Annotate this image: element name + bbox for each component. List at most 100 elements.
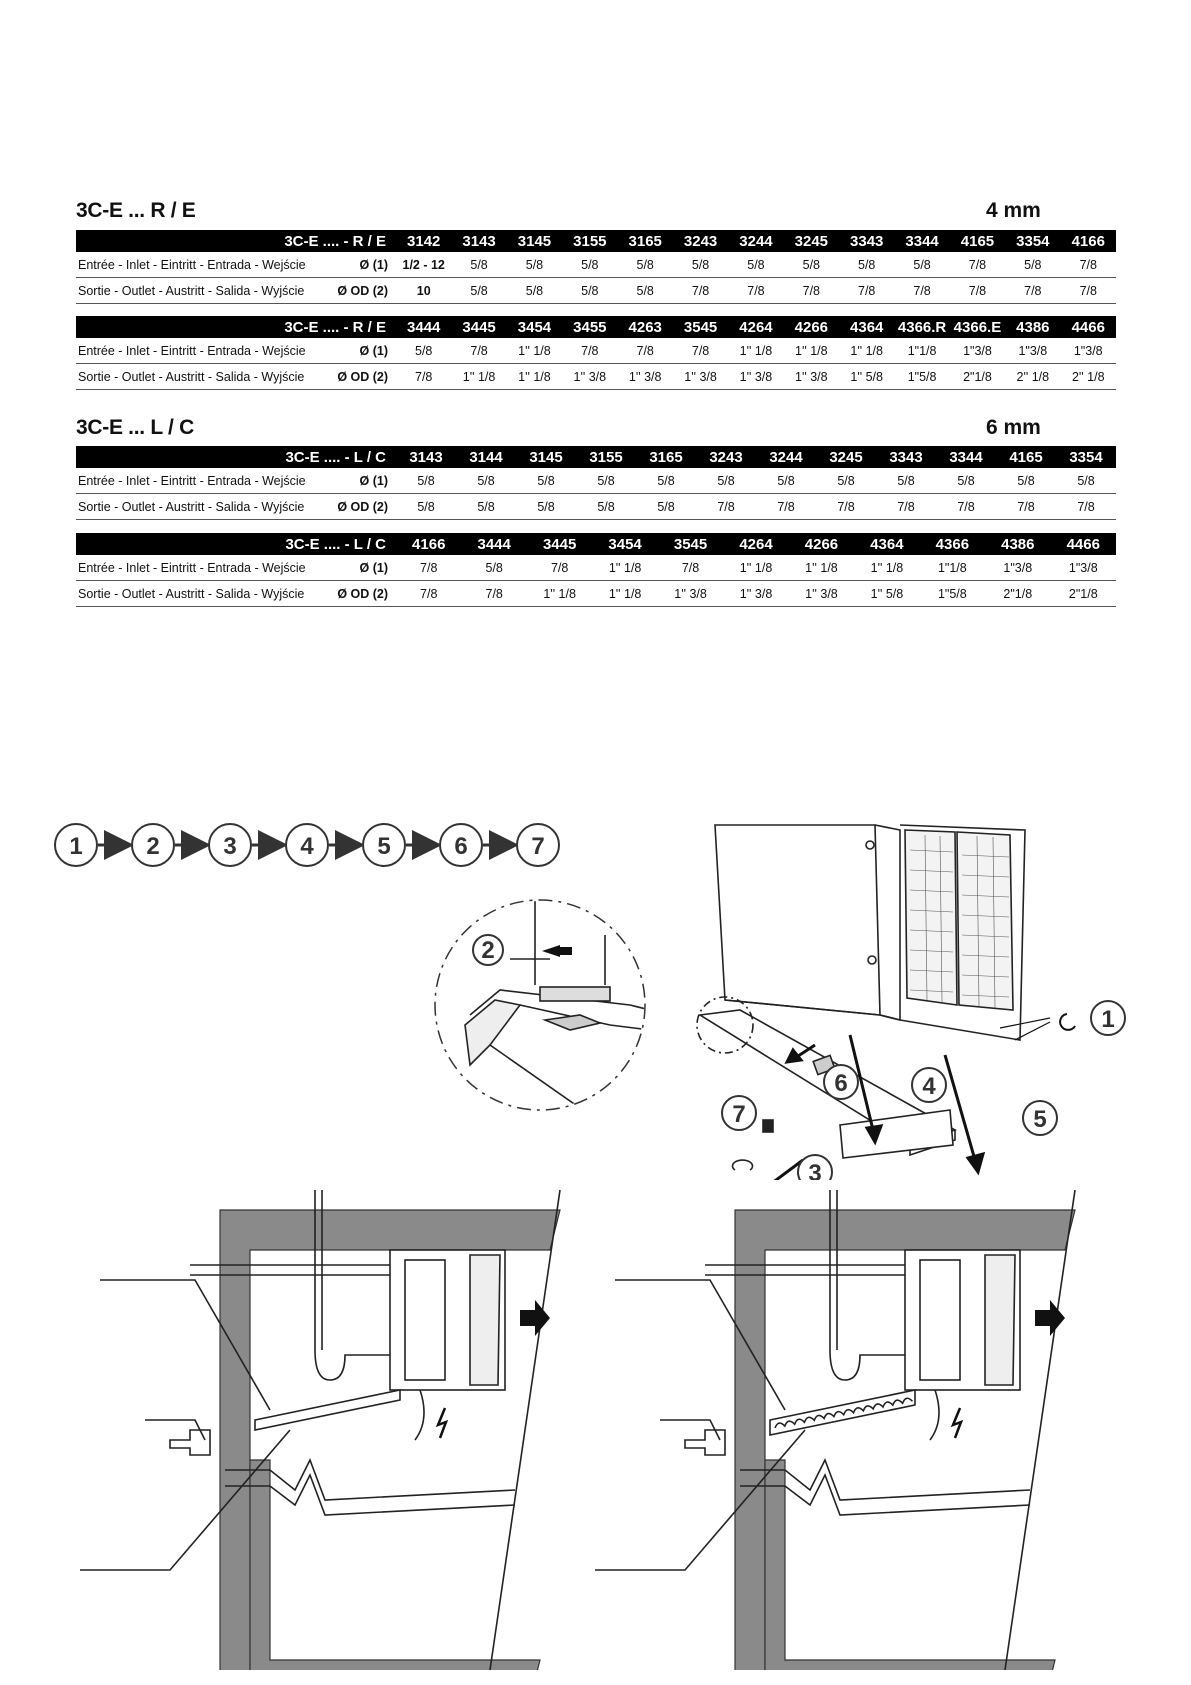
detail-callout: 2 <box>481 937 494 964</box>
model-column-header: 3165 <box>617 230 673 252</box>
table-cell: 10 <box>396 277 452 304</box>
outlet-row: Sortie - Outlet - Austritt - Salida - Wy… <box>76 363 1116 390</box>
table-cell: 1/2 - 12 <box>396 252 452 278</box>
table-cell: 7/8 <box>1060 252 1116 278</box>
row-label: Sortie - Outlet - Austritt - Salida - Wy… <box>76 580 316 607</box>
model-series-header: 3C-E .... - R / E <box>76 316 397 338</box>
table-cell: 5/8 <box>562 252 618 278</box>
table-cell: 1'' 5/8 <box>854 580 920 607</box>
model-series-header: 3C-E .... - L / C <box>76 446 397 468</box>
detail-view-drawing: 2 <box>434 899 646 1111</box>
table-cell: 1"3/8 <box>1060 338 1116 364</box>
table-cell: 1'' 3/8 <box>728 363 784 390</box>
table-cell: 1"5/8 <box>919 580 986 607</box>
outlet-row: Sortie - Outlet - Austritt - Salida - Wy… <box>76 277 1116 304</box>
model-column-header: 4366.E <box>949 316 1006 338</box>
step-circle <box>516 823 560 867</box>
model-column-header: 4386 <box>985 533 1051 555</box>
table-cell: 7/8 <box>894 277 950 304</box>
model-column-header: 4166 <box>1060 230 1116 252</box>
table-cell: 1'' 3/8 <box>672 363 729 390</box>
table-cell: 7/8 <box>526 555 593 581</box>
table-cell: 1'' 1/8 <box>506 363 563 390</box>
model-column-header: 3545 <box>672 316 729 338</box>
outlet-row: Sortie - Outlet - Austritt - Salida - Wy… <box>76 493 1117 520</box>
table-cell: 5/8 <box>816 468 877 494</box>
unit-callout-4: 4 <box>922 1073 936 1100</box>
model-column-header: 3343 <box>876 446 937 468</box>
inlet-row: Entrée - Inlet - Eintritt - Entrada - We… <box>76 555 1116 581</box>
table-cell: 1'' 1/8 <box>592 580 658 607</box>
table-cell: 5/8 <box>876 468 937 494</box>
model-column-header: 3142 <box>396 230 452 252</box>
table-cell: 5/8 <box>636 468 697 494</box>
row-diameter-symbol: Ø OD (2) <box>316 363 397 390</box>
model-column-header: 3245 <box>816 446 877 468</box>
table-cell: 2'' 1/8 <box>1005 363 1061 390</box>
model-column-header: 4165 <box>996 446 1057 468</box>
table1-thickness: 4 mm <box>986 199 1041 222</box>
table-cell: 5/8 <box>516 493 577 520</box>
table-cell: 2"1/8 <box>1050 580 1116 607</box>
model-column-header: 4264 <box>728 316 784 338</box>
table-cell: 5/8 <box>1005 252 1061 278</box>
table-cell: 1'' 3/8 <box>617 363 673 390</box>
row-diameter-symbol: Ø OD (2) <box>316 580 397 607</box>
model-column-header: 3354 <box>1056 446 1117 468</box>
table-cell: 1'' 3/8 <box>788 580 855 607</box>
step-circle <box>362 823 406 867</box>
row-label: Sortie - Outlet - Austritt - Salida - Wy… <box>76 277 317 304</box>
row-label: Sortie - Outlet - Austritt - Salida - Wy… <box>76 363 317 390</box>
row-label: Entrée - Inlet - Eintritt - Entrada - We… <box>76 252 317 278</box>
row-diameter-symbol: Ø (1) <box>316 555 397 581</box>
table-cell: 5/8 <box>456 493 517 520</box>
model-column-header: 3444 <box>461 533 527 555</box>
unit-disassembly-drawing: 1 6 4 7 5 3 <box>696 824 1126 1180</box>
model-column-header: 3145 <box>506 230 563 252</box>
table-cell: 1'' 3/8 <box>783 363 840 390</box>
table-cell: 7/8 <box>451 338 507 364</box>
row-label: Entrée - Inlet - Eintritt - Entrada - We… <box>76 338 317 364</box>
model-column-header: 3243 <box>696 446 757 468</box>
model-column-header: 3444 <box>396 316 452 338</box>
row-diameter-symbol: Ø (1) <box>316 468 397 494</box>
model-column-header: 4266 <box>783 316 840 338</box>
model-column-header: 3454 <box>592 533 658 555</box>
table-cell: 5/8 <box>696 468 757 494</box>
table-cell: 5/8 <box>839 252 895 278</box>
table-cell: 1"5/8 <box>894 363 950 390</box>
unit-callout-5: 5 <box>1033 1106 1046 1133</box>
table-cell: 1'' 1/8 <box>788 555 855 581</box>
table-cell: 1'' 1/8 <box>451 363 507 390</box>
model-column-header: 3165 <box>636 446 697 468</box>
table-cell: 5/8 <box>456 468 517 494</box>
table-cell: 5/8 <box>617 252 673 278</box>
model-column-header: 3344 <box>894 230 950 252</box>
table-cell: 5/8 <box>562 277 618 304</box>
row-label: Entrée - Inlet - Eintritt - Entrada - We… <box>76 468 316 494</box>
table-cell: 5/8 <box>576 468 637 494</box>
row-label: Sortie - Outlet - Austritt - Salida - Wy… <box>76 493 316 520</box>
table-cell: 1"3/8 <box>1050 555 1116 581</box>
table-cell: 5/8 <box>506 252 563 278</box>
model-series-header: 3C-E .... - L / C <box>76 533 397 555</box>
table-cell: 7/8 <box>949 252 1006 278</box>
table-cell: 1'' 1/8 <box>506 338 563 364</box>
table-cell: 1'' 1/8 <box>526 580 593 607</box>
table-cell: 7/8 <box>783 277 840 304</box>
table-cell: 1'' 3/8 <box>723 580 789 607</box>
table-cell: 5/8 <box>728 252 784 278</box>
installation-section-left <box>80 1190 561 1670</box>
model-column-header: 3445 <box>451 316 507 338</box>
table-cell: 1"1/8 <box>919 555 986 581</box>
table-cell: 7/8 <box>839 277 895 304</box>
table-cell: 7/8 <box>1060 277 1116 304</box>
model-column-header: 4264 <box>723 533 789 555</box>
inlet-row: Entrée - Inlet - Eintritt - Entrada - We… <box>76 338 1116 364</box>
table-cell: 5/8 <box>894 252 950 278</box>
model-column-header: 4366.R <box>894 316 950 338</box>
table-cell: 5/8 <box>396 493 457 520</box>
row-label: Entrée - Inlet - Eintritt - Entrada - We… <box>76 555 316 581</box>
